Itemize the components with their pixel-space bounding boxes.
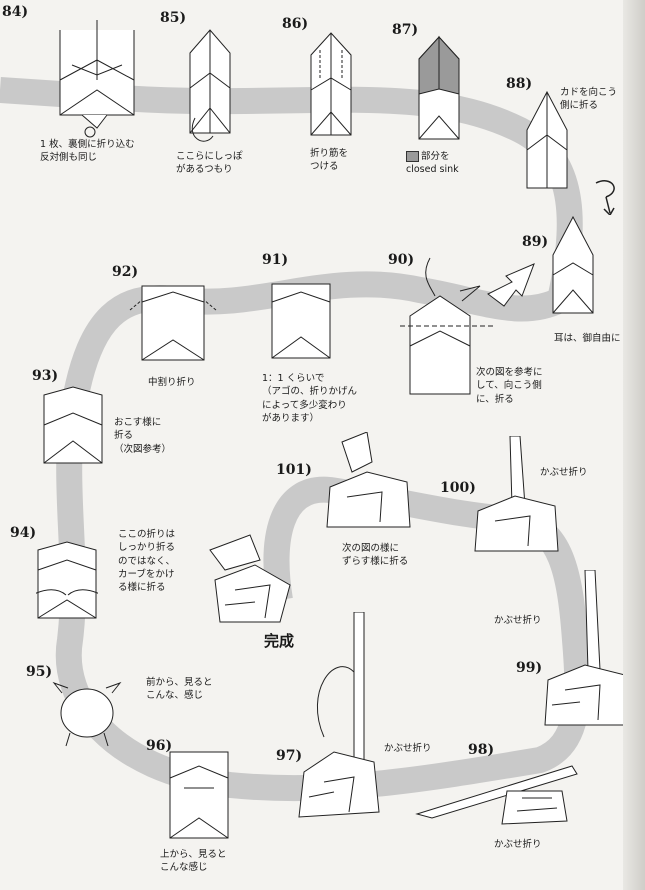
step-89-caption: 耳は、御自由に	[554, 333, 621, 344]
step-92-number: 92)	[112, 264, 139, 280]
step-96-figure	[164, 748, 234, 840]
step-97-label: かぶせ折り	[384, 743, 432, 754]
step-91-figure	[270, 282, 332, 360]
step-92-figure	[128, 280, 218, 362]
step-101-caption: 次の図の様に ずらす様に折る	[342, 543, 409, 568]
step-100-caption: かぶせ折り	[540, 467, 588, 478]
step-88-figure	[522, 90, 572, 190]
step-85-number: 85)	[160, 10, 187, 26]
step-97-figure	[294, 612, 384, 822]
step-85-figure	[185, 28, 235, 148]
step-99-caption: かぶせ折り	[494, 615, 542, 626]
step-88-number: 88)	[506, 76, 533, 92]
step-87-caption-text: 部分を closed sink	[406, 151, 459, 176]
step-100-number: 100)	[440, 480, 476, 496]
completed-label: 完成	[264, 632, 295, 650]
step-94-number: 94)	[10, 525, 37, 541]
step-89-number: 89)	[522, 234, 549, 250]
step-88-caption: カドを向こう 側に折る	[560, 87, 618, 112]
bleed-through-area	[130, 200, 250, 240]
step-96-number: 96)	[146, 738, 173, 754]
step-93-figure	[42, 385, 104, 465]
step-98-figure	[412, 736, 582, 826]
completed-model-figure	[200, 530, 296, 628]
big-arrow-icon	[487, 263, 535, 307]
step-87-caption: 部分を closed sink	[406, 150, 459, 177]
step-87-figure	[416, 34, 462, 144]
step-98-number: 98)	[468, 742, 495, 758]
step-87-number: 87)	[392, 22, 419, 38]
step-97-number: 97)	[276, 748, 303, 764]
step-86-caption: 折り筋を つける	[310, 148, 349, 173]
step-100-figure	[470, 436, 562, 556]
step-98-caption: かぶせ折り	[494, 839, 542, 850]
step-85-caption: ここらにしっぽ があるつもり	[176, 151, 243, 176]
step-91-caption: 1：1 くらいで （アゴの、折りかげん によって多少変わり があります）	[262, 373, 358, 424]
step-84-number: 84)	[2, 4, 29, 20]
step-89-figure	[548, 215, 598, 315]
step-99-number: 99)	[516, 660, 543, 676]
step-91-number: 91)	[262, 252, 289, 268]
page-edge-shadow	[623, 0, 645, 890]
step-94-figure	[36, 540, 98, 620]
step-93-caption: おこす様に 折る （次図参考）	[114, 417, 172, 455]
step-93-number: 93)	[32, 368, 59, 384]
step-90-number: 90)	[388, 252, 415, 268]
step-90-caption: 次の図を参考に して、向こう側 に、折る	[476, 367, 543, 405]
step-90-figure	[400, 256, 500, 396]
step-99-figure	[540, 570, 632, 730]
step-86-number: 86)	[282, 16, 309, 32]
rotate-arrow-icon	[595, 180, 615, 215]
step-84-figure	[52, 20, 142, 140]
step-101-number: 101)	[276, 462, 312, 478]
step-95-number: 95)	[26, 664, 53, 680]
step-101-figure	[322, 432, 414, 532]
step-92-caption: 中割り折り	[148, 377, 196, 388]
step-95-figure	[52, 678, 122, 748]
step-84-caption: 1 枚、裏側に折り込む 反対側も同じ	[40, 139, 135, 164]
step-94-caption: ここの折りは しっかり折る のではなく、 カーブをかけ る様に折る	[118, 529, 176, 594]
step-96-caption: 上から、見ると こんな感じ	[160, 849, 227, 874]
step-86-figure	[308, 30, 354, 140]
shade-legend-swatch	[406, 151, 419, 162]
step-95-caption: 前から、見ると こんな、感じ	[146, 677, 213, 702]
